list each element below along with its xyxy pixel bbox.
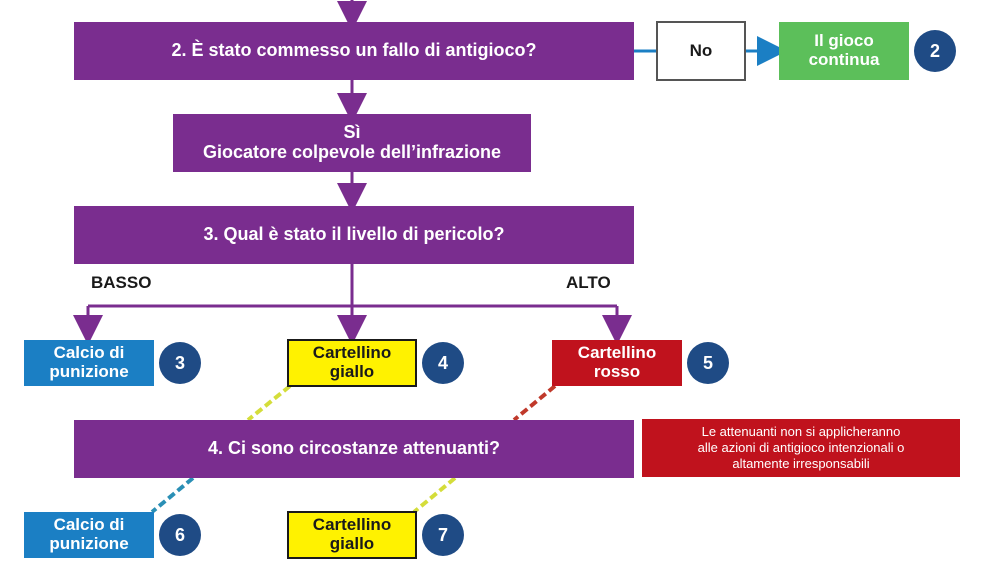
no-box: No xyxy=(656,21,746,81)
badge-6-number: 6 xyxy=(174,524,185,545)
dashed-yellow-1 xyxy=(246,384,292,422)
outcome-red-1: Cartellino rosso xyxy=(552,340,682,386)
play-on-line2: continua xyxy=(808,50,880,69)
outcome-yellow-2: Cartellino giallo xyxy=(287,511,417,559)
badge-4-number: 4 xyxy=(437,352,448,373)
play-on-box: Il gioco continua xyxy=(779,22,909,80)
free-kick-1-line2: punizione xyxy=(49,362,129,381)
badge-3: 3 xyxy=(159,342,201,384)
yes-box: Sì Giocatore colpevole dell’infrazione xyxy=(173,114,531,172)
question-3-box: 3. Qual è stato il livello di pericolo? xyxy=(74,206,634,264)
badge-7-number: 7 xyxy=(437,524,448,545)
dashed-red-1 xyxy=(512,384,557,422)
question-4-box: 4. Ci sono circostanze attenuanti? xyxy=(74,420,634,478)
red-1-line1: Cartellino xyxy=(577,343,657,363)
red-1-line2: rosso xyxy=(593,362,641,381)
no-text: No xyxy=(689,40,713,60)
yellow-1-line2: giallo xyxy=(329,362,375,381)
outcome-yellow-1: Cartellino giallo xyxy=(287,339,417,387)
note-line3: altamente irresponsabili xyxy=(732,456,870,472)
yellow-2-line1: Cartellino xyxy=(312,515,392,535)
branch-label-high: ALTO xyxy=(566,273,611,292)
badge-2: 2 xyxy=(914,30,956,72)
badge-5-number: 5 xyxy=(702,352,713,373)
free-kick-2-line2: punizione xyxy=(49,534,129,553)
yellow-2-line2: giallo xyxy=(329,534,375,553)
play-on-line1: Il gioco xyxy=(814,31,874,51)
outcome-free-kick-1: Calcio di punizione xyxy=(24,340,154,386)
yes-line2: Giocatore colpevole dell’infrazione xyxy=(202,142,502,162)
badge-5: 5 xyxy=(687,342,729,384)
yes-line1: Sì xyxy=(343,122,361,143)
note-line1: Le attenuanti non si applicheranno xyxy=(701,423,901,439)
question-2-text: 2. È stato commesso un fallo di antigioc… xyxy=(171,40,537,61)
badge-2-number: 2 xyxy=(929,40,940,61)
badge-4: 4 xyxy=(422,342,464,384)
free-kick-1-line1: Calcio di xyxy=(53,343,125,363)
question-3-text: 3. Qual è stato il livello di pericolo? xyxy=(203,224,505,245)
dashed-yellow-2 xyxy=(412,476,457,514)
free-kick-2-line1: Calcio di xyxy=(53,515,125,535)
badge-3-number: 3 xyxy=(174,352,185,373)
question-4-text: 4. Ci sono circostanze attenuanti? xyxy=(207,438,501,459)
question-2-box: 2. È stato commesso un fallo di antigioc… xyxy=(74,22,634,80)
badge-6: 6 xyxy=(159,514,201,556)
branch-label-low: BASSO xyxy=(91,273,152,292)
outcome-free-kick-2: Calcio di punizione xyxy=(24,512,154,558)
badge-7: 7 xyxy=(422,514,464,556)
dashed-blue-2 xyxy=(150,476,195,514)
mitigating-note: Le attenuanti non si applicheranno alle … xyxy=(642,419,960,477)
note-line2: alle azioni di antigioco intenzionali o xyxy=(697,439,905,455)
yellow-1-line1: Cartellino xyxy=(312,343,392,363)
